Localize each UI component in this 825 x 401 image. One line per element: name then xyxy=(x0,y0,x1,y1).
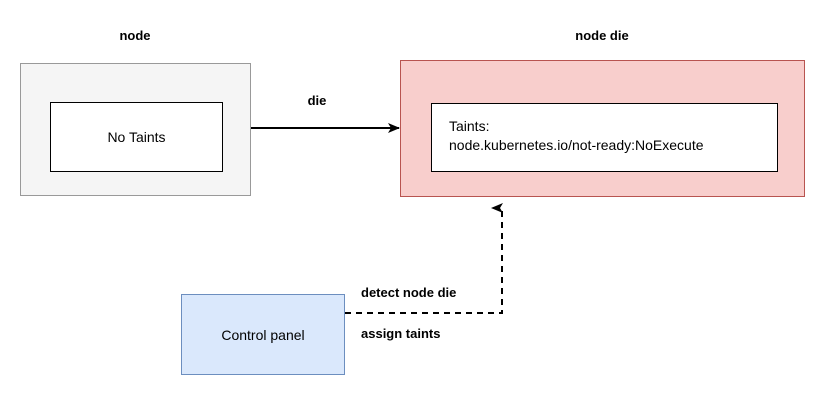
node-die-title: node die xyxy=(575,28,629,43)
node-taints-label: No Taints xyxy=(107,128,166,145)
node-container[interactable]: No Taints xyxy=(20,63,251,196)
edge-die-label: die xyxy=(307,93,327,108)
edge-assign-taints-label: assign taints xyxy=(361,326,441,341)
node-die-container[interactable]: Taints: node.kubernetes.io/not-ready:NoE… xyxy=(400,60,805,197)
control-panel-label: Control panel xyxy=(221,326,305,343)
edge-detect-node-die-label: detect node die xyxy=(361,285,457,300)
node-die-taints-box[interactable]: Taints: node.kubernetes.io/not-ready:NoE… xyxy=(431,103,778,172)
node-title: node xyxy=(119,28,151,43)
node-taints-box[interactable]: No Taints xyxy=(50,102,223,172)
node-die-taints-line-2: node.kubernetes.io/not-ready:NoExecute xyxy=(449,137,704,153)
control-panel-container[interactable]: Control panel xyxy=(181,294,345,375)
node-die-taints-line-1: Taints: xyxy=(449,118,490,134)
